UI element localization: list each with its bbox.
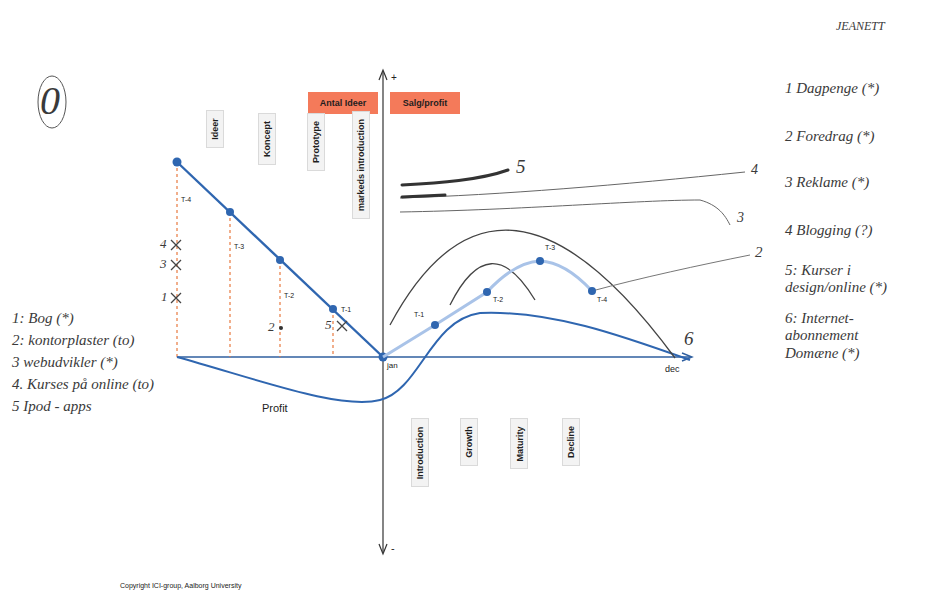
handwritten-note: 1: Bog (*) bbox=[12, 310, 74, 327]
handwritten-note: 4 Blogging (?) bbox=[785, 222, 913, 239]
time-label: T-4 bbox=[597, 296, 607, 304]
handwritten-note: 3 webudvikler (*) bbox=[12, 354, 118, 371]
time-label: T-4 bbox=[181, 196, 191, 204]
handwritten-note: 4. Kurses på online (to) bbox=[12, 376, 154, 393]
author-name: JEANETT bbox=[836, 20, 885, 34]
phase-box: markeds introduction bbox=[352, 111, 370, 219]
curve-number: 6 bbox=[684, 328, 694, 350]
box-text: Antal Ideer bbox=[317, 98, 369, 108]
sales-dots bbox=[431, 257, 596, 329]
stage-box: Introduction bbox=[411, 418, 429, 487]
vertical-axis bbox=[382, 72, 383, 552]
curve-2 bbox=[592, 255, 750, 291]
sales-curve bbox=[383, 261, 592, 357]
curve-6 bbox=[390, 230, 675, 358]
arrow-head bbox=[379, 544, 387, 554]
curve-number: 5 bbox=[516, 156, 526, 178]
handwritten-note: 1 Dagpenge (*) bbox=[785, 80, 913, 97]
box-text: Maturity bbox=[514, 426, 524, 461]
box-text: Koncept bbox=[262, 121, 272, 157]
time-label: T-1 bbox=[341, 306, 351, 314]
time-label: T-3 bbox=[234, 243, 244, 251]
curve-3 bbox=[400, 200, 730, 225]
handwritten-note: 2 Foredrag (*) bbox=[785, 128, 913, 145]
handwritten-note: 2: kontorplaster (to) bbox=[12, 332, 134, 349]
time-label: T-2 bbox=[284, 292, 294, 300]
copyright-note: Copyright ICI-group, Aalborg University bbox=[120, 582, 241, 590]
handwritten-note: 6: Internet-abonnement Domæne (*) bbox=[785, 310, 913, 362]
box-text: Prototype bbox=[311, 121, 321, 163]
axis-sign: - bbox=[391, 542, 395, 555]
box-text: markeds introduction bbox=[356, 119, 366, 211]
marker-number: 4 bbox=[160, 237, 167, 252]
x-marks bbox=[171, 240, 347, 331]
marker-number: 2 bbox=[268, 320, 275, 335]
axis-sign: + bbox=[391, 72, 397, 84]
axis-label: dec bbox=[665, 364, 680, 374]
stage-box: Growth bbox=[460, 418, 478, 466]
curve-number: 4 bbox=[751, 162, 758, 178]
drop-lines bbox=[177, 162, 333, 357]
box-text: Ideer bbox=[210, 118, 220, 140]
axis-label: Profit bbox=[262, 402, 288, 415]
curve-number: 3 bbox=[737, 210, 744, 226]
time-label: T-1 bbox=[414, 311, 424, 319]
time-label: T-3 bbox=[545, 244, 555, 252]
marker-number: 5 bbox=[325, 318, 332, 333]
circle-mark bbox=[38, 76, 66, 128]
curve-5 bbox=[402, 170, 508, 185]
time-label: T-2 bbox=[493, 296, 503, 304]
axis-label: jan bbox=[387, 361, 398, 370]
box-text: Growth bbox=[464, 426, 474, 458]
curve-4 bbox=[400, 172, 745, 198]
curve-5 bbox=[402, 195, 445, 197]
phase-box: Ideer bbox=[206, 110, 224, 148]
phase-box: Prototype bbox=[307, 113, 325, 171]
box-text: Introduction bbox=[415, 426, 425, 479]
horizontal-axis bbox=[177, 356, 690, 358]
header-box: Salg/profit bbox=[390, 92, 460, 114]
box-text: Decline bbox=[566, 426, 576, 458]
curve-number: 2 bbox=[755, 244, 763, 261]
arrow-head bbox=[379, 70, 387, 80]
handwritten-note: 3 Reklame (*) bbox=[785, 174, 913, 191]
handwritten-note: 5 Ipod - apps bbox=[12, 398, 92, 415]
phase-box: Koncept bbox=[258, 113, 276, 165]
stage-box: Maturity bbox=[510, 418, 528, 469]
marker-number: 1 bbox=[161, 290, 168, 305]
handwritten-note: 5: Kurser i design/online (*) bbox=[785, 262, 913, 297]
marker-number: 3 bbox=[160, 257, 167, 272]
box-text: Salg/profit bbox=[399, 98, 451, 108]
section-number: 0 bbox=[40, 78, 60, 124]
marker-dot bbox=[279, 326, 283, 330]
stage-box: Decline bbox=[562, 418, 580, 466]
profit-curve bbox=[177, 313, 690, 402]
